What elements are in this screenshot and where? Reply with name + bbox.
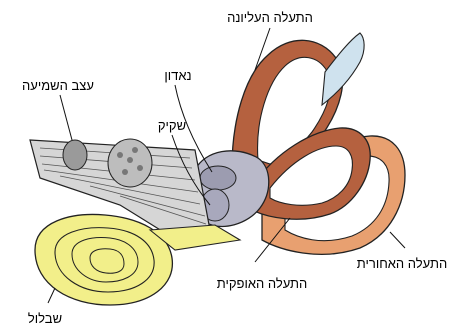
- utricle: [200, 166, 236, 190]
- cochlea: [35, 214, 240, 305]
- label-posterior-canal: התעלה האחורית: [357, 256, 447, 271]
- label-utricle: נאדון: [164, 68, 191, 83]
- endolymphatic-duct: [322, 33, 364, 105]
- leader-cochlea: [48, 288, 55, 303]
- label-lateral-canal: התעלה האופקית: [217, 276, 307, 291]
- leader-auditory-nerve: [60, 95, 72, 140]
- label-cochlea: שבלול: [28, 311, 62, 326]
- leader-posterior-canal: [390, 232, 405, 248]
- label-auditory-nerve: עצב השמיעה: [22, 78, 94, 93]
- label-superior-canal: התעלה העליונה: [227, 10, 313, 25]
- label-saccule: שקיק: [158, 118, 186, 133]
